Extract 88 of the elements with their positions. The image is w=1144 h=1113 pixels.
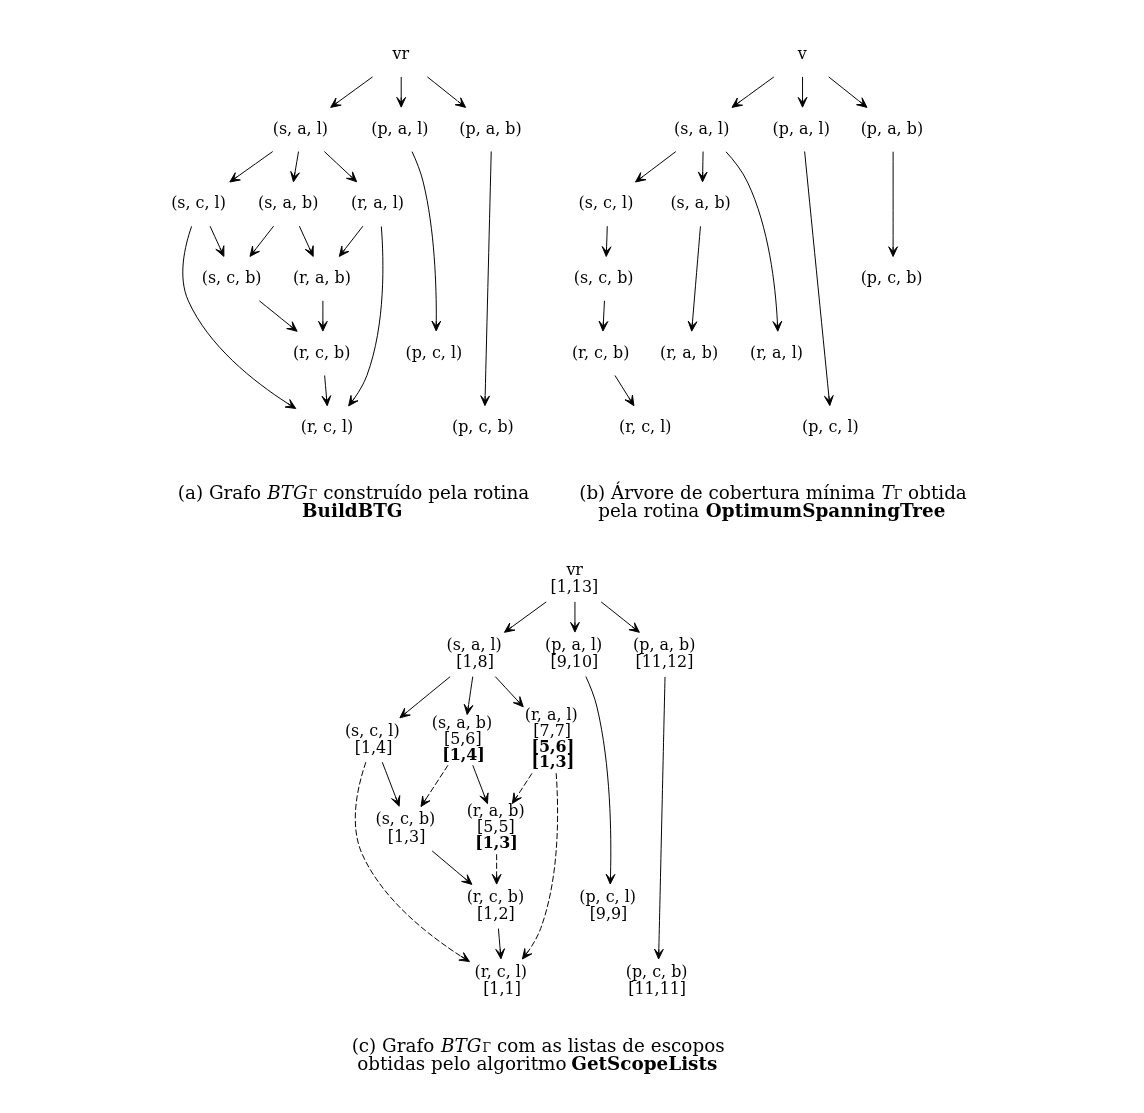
node-text: (s, c, l) bbox=[578, 193, 633, 213]
arrow bbox=[827, 76, 867, 108]
arrow bbox=[797, 76, 807, 108]
node-text: (s, c, b) bbox=[201, 267, 262, 287]
arrow bbox=[613, 375, 634, 407]
arrow bbox=[431, 850, 472, 885]
node-text: (r, c, b) [1,2] bbox=[466, 887, 524, 924]
node-text: (r, a, l) bbox=[350, 193, 404, 213]
node-text: (r, c, l) [1,1] bbox=[474, 961, 527, 998]
node-text: (s, c, b) [1,3] bbox=[374, 809, 435, 846]
arrow bbox=[494, 676, 524, 708]
node-text: (s, a, b) bbox=[669, 193, 731, 213]
label: (c) Grafo BTGΓ com as listas de escopos obtidas pelo algoritmo GetScopeLists bbox=[351, 1035, 725, 1075]
arrow bbox=[323, 151, 357, 183]
node-text: (s, a, b) bbox=[257, 193, 318, 213]
arrow bbox=[398, 676, 451, 719]
arrow bbox=[411, 151, 441, 332]
node-text: (r, c, b) bbox=[571, 342, 629, 362]
arrow bbox=[584, 676, 615, 885]
node-text: v bbox=[797, 43, 807, 63]
node-text: (p, a, b) [11,12] bbox=[632, 634, 696, 672]
arrow bbox=[426, 76, 466, 108]
node-text: (p, a, l) [9,10] bbox=[544, 634, 602, 672]
arrow bbox=[731, 76, 774, 108]
arrow bbox=[298, 225, 314, 257]
arrow bbox=[317, 300, 328, 332]
arrow bbox=[687, 225, 701, 332]
node-text: (p, c, l) [9,9] bbox=[578, 887, 636, 924]
arrow bbox=[511, 772, 532, 804]
arrow bbox=[494, 928, 505, 960]
node-text: (s, a, b) [5,6] [1,4] bbox=[431, 712, 492, 764]
node-text: (s, a, l) bbox=[272, 118, 328, 138]
arrow bbox=[329, 76, 373, 108]
arrow bbox=[598, 300, 608, 332]
arrow bbox=[347, 226, 383, 407]
label: (a) Grafo BTGΓ construído pela rotina BuildBTG bbox=[177, 481, 529, 522]
node-text: (r, a, b) [5,5] [1,3] bbox=[466, 801, 525, 853]
arrow bbox=[521, 772, 558, 960]
node-text: vr [1,13] bbox=[549, 560, 598, 597]
arrow bbox=[600, 601, 640, 633]
arrow bbox=[634, 151, 676, 183]
node-text: (p, c, b) bbox=[451, 417, 514, 437]
node-text: (p, c, b) bbox=[860, 267, 923, 287]
arrow bbox=[249, 225, 274, 257]
node-text: (p, a, l) bbox=[772, 118, 830, 138]
label: (b) Árvore de cobertura mínima TΓ obtida pela rotina OptimumSpanningTree bbox=[578, 481, 967, 522]
arrow bbox=[601, 225, 611, 257]
arrow bbox=[463, 676, 473, 716]
node-text: (p, c, b) [11,11] bbox=[625, 961, 688, 998]
node-text: (p, a, b) bbox=[860, 118, 923, 138]
node-text: (r, a, b) bbox=[292, 267, 351, 287]
node-text: (s, c, b) bbox=[573, 267, 634, 287]
arrow bbox=[697, 151, 708, 183]
arrow bbox=[209, 225, 224, 257]
node-text: (s, a, l) bbox=[673, 118, 729, 138]
node-text: (s, c, l) [1,4] bbox=[344, 720, 400, 757]
arrow bbox=[479, 151, 492, 407]
node-text: vr bbox=[392, 43, 409, 63]
arrow bbox=[420, 764, 448, 808]
arrow bbox=[181, 225, 296, 409]
arrow bbox=[803, 151, 834, 407]
node-text: (r, c, l) bbox=[618, 417, 671, 437]
arrow bbox=[228, 151, 273, 183]
node-text: (s, c, l) bbox=[170, 193, 226, 213]
arrow bbox=[887, 151, 898, 257]
arrow bbox=[491, 853, 502, 885]
arrow bbox=[503, 601, 547, 633]
arrow bbox=[321, 375, 331, 407]
arrow bbox=[471, 764, 489, 805]
arrow bbox=[395, 76, 406, 108]
node-text: (p, a, b) bbox=[458, 118, 522, 138]
node-text: (p, c, l) bbox=[801, 417, 859, 437]
node-text: (r, a, l) [7,7] [5,6] [1,3] bbox=[524, 704, 578, 772]
arrow bbox=[569, 601, 580, 633]
node-text: (r, a, l) bbox=[749, 342, 803, 362]
arrow bbox=[354, 761, 470, 963]
node-text: (r, c, b) bbox=[292, 342, 350, 362]
node-text: (r, c, l) bbox=[300, 417, 353, 437]
arrow bbox=[653, 676, 665, 960]
node-text: (s, a, l) [1,8] bbox=[445, 634, 502, 672]
node-text: (r, a, b) bbox=[659, 342, 718, 362]
arrow bbox=[381, 761, 400, 807]
node-text: (p, a, l) bbox=[370, 118, 429, 138]
arrow bbox=[289, 151, 300, 183]
arrow bbox=[338, 225, 363, 257]
arrow bbox=[725, 151, 782, 332]
arrow bbox=[258, 300, 298, 332]
node-text: (p, c, l) bbox=[404, 342, 462, 362]
